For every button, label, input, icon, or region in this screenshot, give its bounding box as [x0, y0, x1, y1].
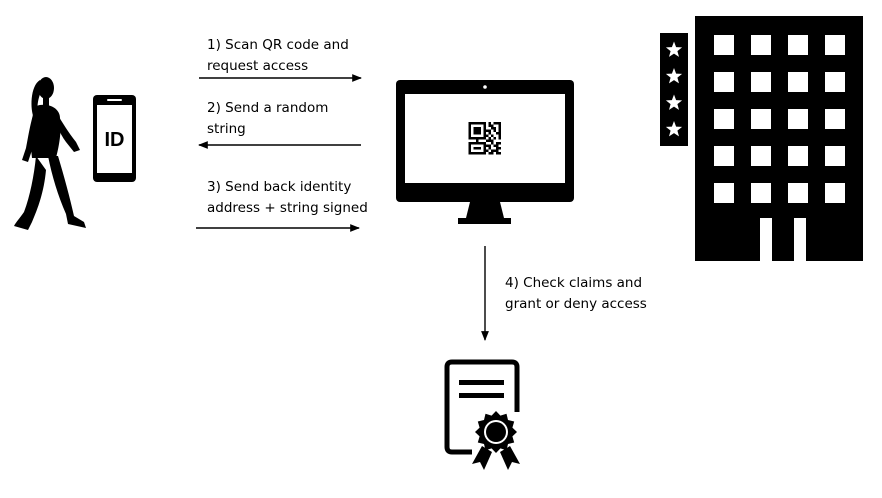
smartphone-id-icon: ID: [93, 95, 136, 182]
hotel-window: [751, 35, 771, 55]
step-3-label: 3) Send back identity address + string s…: [207, 177, 368, 219]
hotel-window: [788, 72, 808, 92]
hotel-window: [825, 109, 845, 129]
hotel-window: [788, 183, 808, 203]
step-2-line-2: string: [207, 121, 246, 137]
hotel-window: [751, 109, 771, 129]
step-1-label: 1) Scan QR code and request access: [207, 35, 349, 77]
star-icon: [665, 94, 683, 110]
hotel-building-icon: [660, 16, 863, 261]
walking-woman-icon: [14, 77, 86, 230]
step-4-label: 4) Check claims and grant or deny access: [505, 273, 647, 315]
hotel-window: [825, 183, 845, 203]
hotel-window: [825, 35, 845, 55]
hotel-window: [751, 72, 771, 92]
hotel-window: [751, 183, 771, 203]
phone-id-text: ID: [105, 129, 125, 151]
step-3-line-1: 3) Send back identity: [207, 179, 352, 195]
step-2-line-1: 2) Send a random: [207, 100, 329, 116]
hotel-window: [714, 109, 734, 129]
desktop-monitor-qr-icon: [396, 80, 574, 224]
star-icon: [665, 121, 683, 137]
hotel-window: [714, 183, 734, 203]
qr-code-icon: [468, 121, 501, 156]
hotel-window: [788, 146, 808, 166]
hotel-window: [714, 146, 734, 166]
step-4-line-1: 4) Check claims and: [505, 275, 643, 291]
certificate-icon: [444, 359, 520, 470]
star-icon: [665, 41, 683, 57]
step-1-line-2: request access: [207, 58, 309, 74]
step-1-line-1: 1) Scan QR code and: [207, 37, 349, 53]
star-icon: [665, 68, 683, 84]
hotel-window: [714, 35, 734, 55]
hotel-window: [825, 146, 845, 166]
hotel-window: [788, 35, 808, 55]
hotel-window: [825, 72, 845, 92]
step-2-label: 2) Send a random string: [207, 98, 328, 140]
hotel-window: [751, 146, 771, 166]
step-3-line-2: address + string signed: [207, 200, 368, 216]
hotel-window: [788, 109, 808, 129]
hotel-window: [714, 72, 734, 92]
step-4-line-2: grant or deny access: [505, 296, 647, 312]
hotel-stars: [665, 41, 683, 137]
